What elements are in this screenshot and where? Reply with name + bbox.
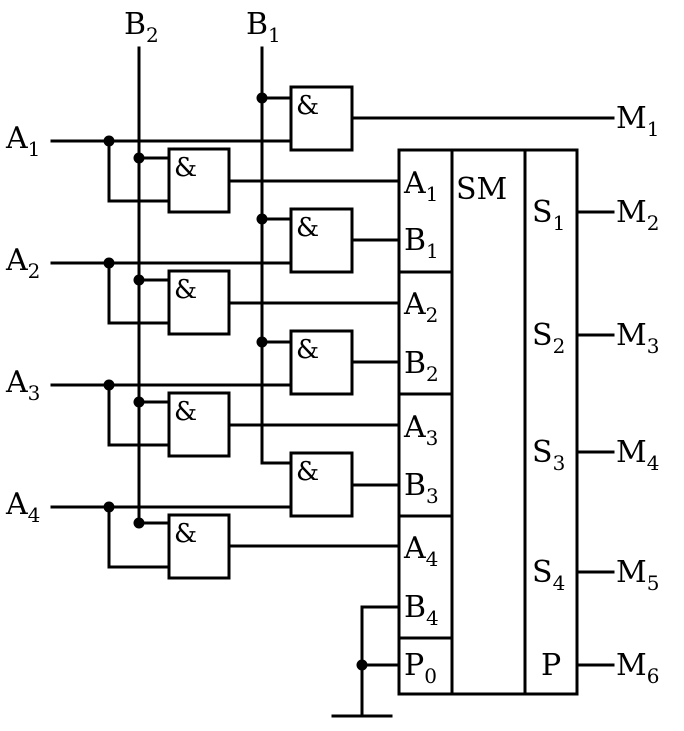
svg-text:&: & <box>174 519 197 549</box>
svg-text:&: & <box>174 153 197 183</box>
and-gate: & <box>289 85 354 152</box>
output-wires <box>575 210 615 667</box>
port-b2: B2 <box>404 346 439 386</box>
port-b1: B1 <box>404 223 439 263</box>
adder-title: SM <box>456 172 507 207</box>
port-a4: A4 <box>403 531 438 571</box>
labels: B2 B1 A1 A2 A3 A4 A1 B1 A2 B2 A3 B3 A4 B… <box>5 7 659 688</box>
label-m3: M3 <box>616 318 659 358</box>
and-gate: & <box>167 513 231 580</box>
gate-output-wires <box>227 116 615 718</box>
svg-text:&: & <box>174 397 197 427</box>
label-m1: M1 <box>616 101 659 141</box>
and-gates: & & & & & & & & <box>167 85 354 580</box>
label-a2: A2 <box>5 243 40 283</box>
label-a4: A4 <box>5 487 40 527</box>
and-gate: & <box>167 391 231 458</box>
label-m4: M4 <box>616 435 659 475</box>
label-m6: M6 <box>616 648 659 688</box>
junction-dots <box>103 92 368 671</box>
port-s4: S4 <box>532 555 565 595</box>
label-b2: B2 <box>124 7 159 47</box>
port-p: P <box>541 648 561 683</box>
svg-text:&: & <box>296 91 319 121</box>
adder-block: SM <box>397 148 579 696</box>
port-a3: A3 <box>403 410 438 450</box>
label-a3: A3 <box>5 365 40 405</box>
adder-outline <box>397 148 579 696</box>
port-s2: S2 <box>532 318 565 358</box>
port-p0: P0 <box>404 648 437 688</box>
port-b3: B3 <box>404 468 439 508</box>
svg-text:&: & <box>174 275 197 305</box>
label-b1: B1 <box>246 7 281 47</box>
port-a2: A2 <box>403 287 438 327</box>
label-a1: A1 <box>5 121 40 161</box>
and-gate: & <box>289 329 354 396</box>
label-m5: M5 <box>616 555 659 595</box>
svg-text:&: & <box>296 457 319 487</box>
and-gate: & <box>289 451 354 518</box>
port-a1: A1 <box>403 166 438 206</box>
port-s1: S1 <box>532 195 565 235</box>
and-gate: & <box>289 207 354 274</box>
label-m2: M2 <box>616 195 659 235</box>
svg-text:&: & <box>296 335 319 365</box>
port-b4: B4 <box>404 590 439 630</box>
port-s3: S3 <box>532 435 565 475</box>
and-gate: & <box>167 269 231 336</box>
svg-text:&: & <box>296 213 319 243</box>
and-gate: & <box>167 147 231 214</box>
